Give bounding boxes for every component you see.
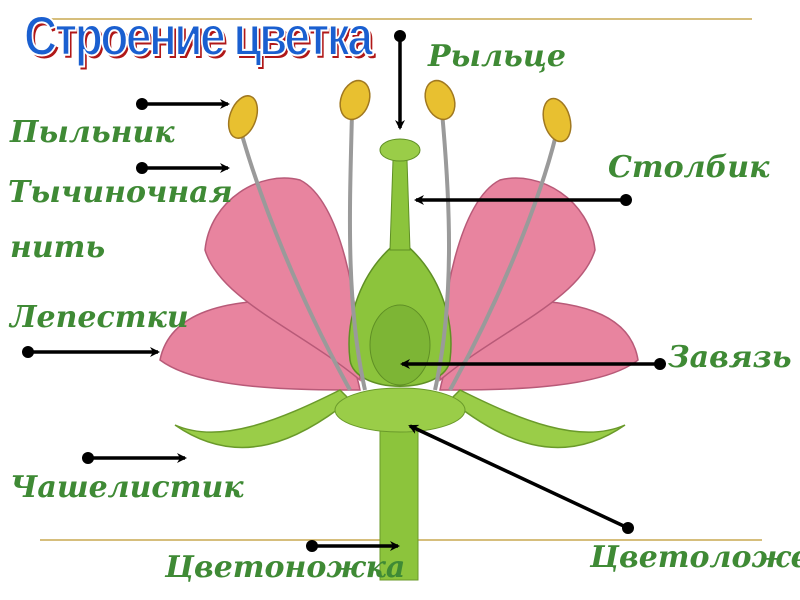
anthers-shape bbox=[227, 79, 572, 143]
label-stigma: Рыльце bbox=[428, 39, 567, 74]
pointer-sepal bbox=[82, 452, 187, 464]
pointer-filament bbox=[136, 162, 230, 174]
label-sepal: Чашелистик bbox=[10, 470, 244, 505]
ovary-inner bbox=[369, 304, 431, 386]
diagram-title: Строение цветка bbox=[23, 4, 374, 67]
petals-shape bbox=[159, 177, 639, 391]
pedicel-shape bbox=[379, 414, 419, 581]
pointers bbox=[22, 30, 666, 552]
label-ovary: Завязь bbox=[668, 340, 792, 375]
label-petals: Лепестки bbox=[10, 300, 189, 335]
label-filament-line2: нить bbox=[10, 230, 106, 265]
pointer-pedicel bbox=[306, 540, 400, 552]
filaments-shape bbox=[238, 111, 558, 391]
pointer-anther bbox=[136, 98, 230, 110]
label-pedicel: Цветоножка bbox=[165, 550, 406, 585]
pointer-stigma bbox=[394, 30, 406, 130]
pointer-style bbox=[414, 194, 632, 206]
label-style: Столбик bbox=[608, 150, 770, 185]
pointer-receptacle bbox=[408, 424, 634, 534]
receptacle-shape bbox=[334, 387, 466, 433]
style-shape bbox=[389, 159, 411, 251]
label-receptacle: Цветоложе bbox=[590, 540, 800, 575]
label-filament-line1: Тычиночная bbox=[8, 175, 233, 210]
pointer-petals bbox=[22, 346, 160, 358]
label-anther: Пыльник bbox=[10, 115, 175, 150]
sepals-shape bbox=[174, 389, 626, 449]
stigma-shape bbox=[379, 138, 421, 162]
pointer-ovary bbox=[400, 358, 666, 370]
